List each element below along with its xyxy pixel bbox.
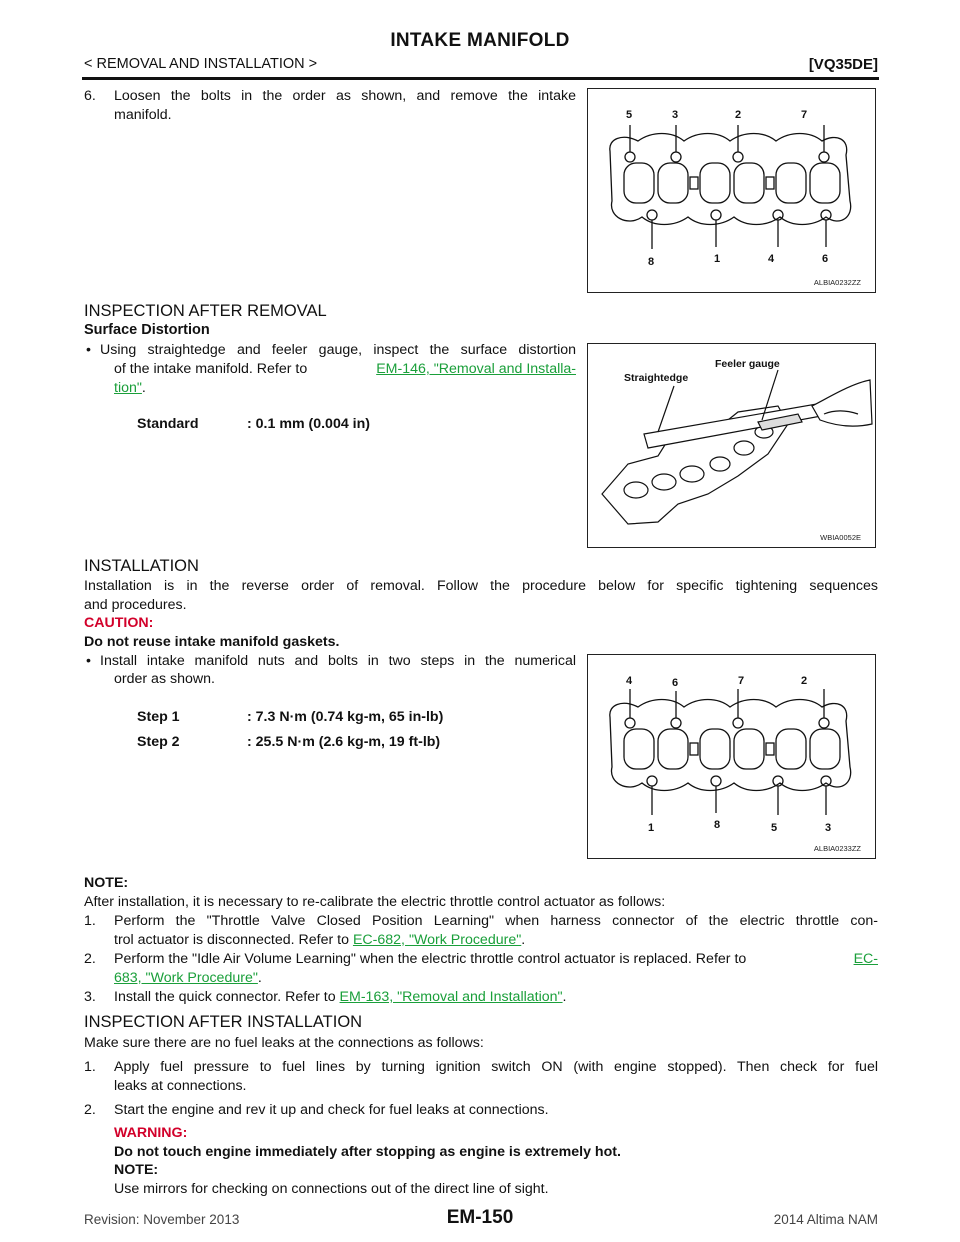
- spec-value-standard: : 0.1 mm (0.004 in): [247, 416, 371, 432]
- manifold-diagram-2: [609, 689, 852, 815]
- note-item-2-number: 2.: [84, 951, 96, 967]
- bolt-label: 5: [626, 109, 633, 121]
- inspection-item-2-number: 2.: [84, 1102, 96, 1118]
- note-item-2-text: Perform the "Idle Air Volume Learning" w…: [114, 951, 878, 967]
- step-6-text: Loosen the bolts in the order as shown, …: [114, 88, 576, 104]
- footer-revision: Revision: November 2013: [84, 1212, 240, 1227]
- warning-text: Do not touch engine immediately after st…: [114, 1144, 621, 1160]
- bullet-text-cont: order as shown.: [114, 671, 215, 687]
- figure-straightedge: Straightedge Feeler gauge WBIA0052E: [587, 343, 876, 548]
- bolt-label: 7: [738, 675, 745, 687]
- link-ec-682[interactable]: EC-682, "Work Procedure": [352, 932, 522, 948]
- installation-paragraph-cont: and procedures.: [84, 597, 187, 613]
- bullet-text: Install intake manifold nuts and bolts i…: [100, 653, 576, 669]
- straightedge-diagram: [601, 369, 873, 525]
- section-label: < REMOVAL AND INSTALLATION >: [84, 56, 318, 72]
- step-1-value: : 7.3 N·m (0.74 kg-m, 65 in-lb): [247, 709, 444, 725]
- bolt-label: 8: [714, 819, 721, 831]
- bolt-label: 5: [771, 822, 778, 834]
- bolt-label: 1: [714, 253, 721, 265]
- heading-inspection-installation: INSPECTION AFTER INSTALLATION: [84, 1013, 363, 1031]
- page-title: INTAKE MANIFOLD: [390, 30, 570, 51]
- bolt-label: 4: [768, 253, 775, 265]
- engine-code: [VQ35DE]: [808, 56, 878, 73]
- heading-installation: INSTALLATION: [84, 557, 199, 575]
- bolt-label: 7: [801, 109, 808, 121]
- bolt-label: 3: [672, 109, 679, 121]
- figure-id: ALBIA0232ZZ: [813, 278, 861, 287]
- bullet-text-line3: tion".: [114, 380, 146, 396]
- figure-id: ALBIA0233ZZ: [813, 844, 861, 853]
- label-feeler-gauge: Feeler gauge: [715, 358, 780, 370]
- link-em-163[interactable]: EM-163, "Removal and Installation": [339, 989, 563, 1005]
- bolt-label: 1: [648, 822, 655, 834]
- bullet-dot: •: [86, 653, 91, 669]
- subheading-surface-distortion: Surface Distortion: [84, 322, 210, 338]
- note-label: NOTE:: [84, 875, 129, 891]
- step-2-label: Step 2: [137, 734, 180, 750]
- figure-loosen-order: 5 3 2 7 8 1 4 6 ALBIA0232ZZ: [587, 88, 876, 293]
- footer-model: 2014 Altima NAM: [773, 1212, 878, 1227]
- bolt-label: 2: [801, 675, 808, 687]
- caution-text: Do not reuse intake manifold gaskets.: [84, 634, 340, 650]
- step-2-value: : 25.5 N·m (2.6 kg-m, 19 ft-lb): [247, 734, 441, 750]
- link-em-146[interactable]: EM-146, "Removal and Installa-: [376, 361, 576, 377]
- header-rule: [82, 77, 879, 80]
- warning-label: WARNING:: [114, 1125, 188, 1141]
- link-ec-683[interactable]: EC-: [853, 951, 878, 967]
- link-ec-683-cont[interactable]: 683, "Work Procedure": [114, 970, 258, 986]
- bolt-label: 6: [672, 677, 679, 689]
- note-item-1-number: 1.: [84, 913, 96, 929]
- note-intro: After installation, it is necessary to r…: [84, 894, 666, 910]
- inspection-item-2-text: Start the engine and rev it up and check…: [114, 1102, 549, 1118]
- bullet-dot: •: [86, 342, 91, 358]
- inspection-item-1-text-cont: leaks at connections.: [114, 1078, 247, 1094]
- bolt-label: 2: [735, 109, 742, 121]
- manifold-diagram-1: [609, 125, 852, 249]
- figure-tighten-order: 4 6 7 2 1 8 5 3 ALBIA0233ZZ: [587, 654, 876, 859]
- bolt-label: 3: [825, 822, 832, 834]
- note-label-2: NOTE:: [114, 1162, 159, 1178]
- note-item-3-number: 3.: [84, 989, 96, 1005]
- inspection-intro: Make sure there are no fuel leaks at the…: [84, 1035, 484, 1051]
- note-item-2-text-cont: 683, "Work Procedure".: [114, 970, 262, 986]
- bullet-text-pre: of the intake manifold. Refer to: [114, 361, 308, 377]
- note-text-2: Use mirrors for checking on connections …: [114, 1181, 549, 1197]
- bolt-label: 6: [822, 253, 829, 265]
- inspection-item-1-number: 1.: [84, 1059, 96, 1075]
- note-item-3-text: Install the quick connector. Refer to EM…: [114, 989, 567, 1005]
- heading-inspection-removal: INSPECTION AFTER REMOVAL: [84, 302, 327, 320]
- bolt-label: 4: [626, 675, 633, 687]
- step-6-number: 6.: [84, 88, 96, 104]
- installation-paragraph: Installation is in the reverse order of …: [84, 578, 878, 594]
- link-em-146-cont[interactable]: tion": [114, 380, 142, 396]
- label-straightedge: Straightedge: [624, 372, 689, 384]
- figure-id: WBIA0052E: [820, 533, 861, 542]
- step-6-text-cont: manifold.: [114, 107, 172, 123]
- step-1-label: Step 1: [137, 709, 180, 725]
- page-number: EM-150: [446, 1207, 514, 1228]
- spec-label-standard: Standard: [137, 416, 199, 432]
- bullet-text: Using straightedge and feeler gauge, ins…: [100, 342, 576, 358]
- note-item-1-text: Perform the "Throttle Valve Closed Posit…: [114, 913, 878, 929]
- bolt-label: 8: [648, 256, 655, 268]
- bullet-text-cont: of the intake manifold. Refer to EM-146,…: [114, 360, 576, 379]
- caution-label: CAUTION:: [84, 615, 154, 631]
- note-item-1-text-cont: trol actuator is disconnected. Refer to …: [114, 932, 526, 948]
- inspection-item-1-text: Apply fuel pressure to fuel lines by tur…: [114, 1059, 878, 1075]
